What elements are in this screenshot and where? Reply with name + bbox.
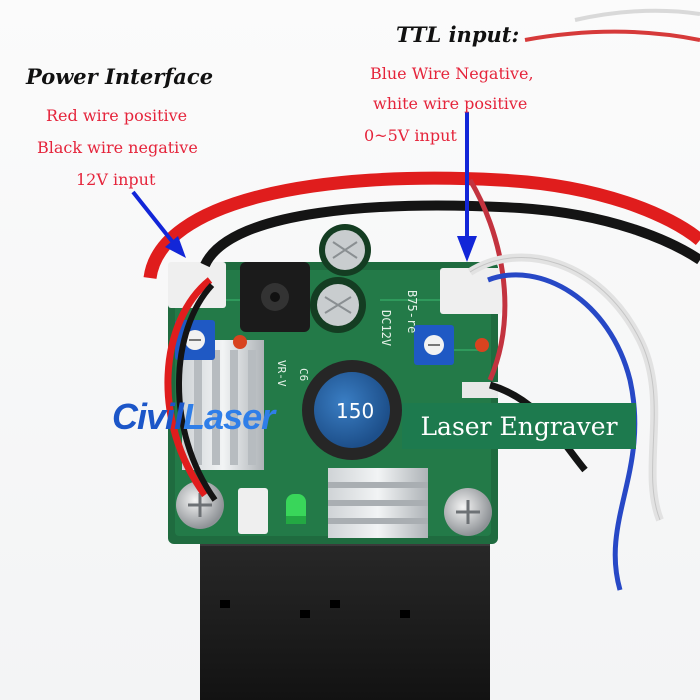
red-wire-right	[467, 178, 508, 381]
power-line-3: 12V input	[76, 170, 156, 189]
black-wire-loop	[176, 282, 218, 502]
arrow-ttl	[457, 112, 477, 262]
red-wire	[143, 171, 700, 280]
dc-jack	[240, 262, 310, 332]
capacitor-top	[319, 224, 371, 276]
arrow-power	[131, 190, 186, 258]
power-line-1: Red wire positive	[46, 106, 188, 125]
inductor-marking: 150	[336, 399, 374, 423]
green-led	[286, 494, 306, 524]
power-connector	[168, 262, 226, 308]
brand-logo: CivilLaser	[112, 396, 275, 438]
heat-sink-left	[182, 340, 264, 470]
connector-bottom-left	[238, 488, 268, 534]
black-wire	[200, 200, 700, 268]
background-wire-red	[524, 29, 700, 42]
ttl-connector	[440, 268, 502, 314]
screw-right	[444, 488, 492, 536]
smd-component	[475, 338, 489, 352]
inductor	[302, 360, 402, 460]
silkscreen-vr: VR-V	[275, 360, 288, 387]
background-wire	[574, 8, 700, 22]
ttl-line-2: white wire positive	[373, 94, 528, 113]
silkscreen-cap: C6	[297, 368, 310, 381]
red-wire-loop	[164, 277, 213, 498]
heat-sink-bottom	[328, 468, 428, 538]
brand-part-2: Laser	[183, 396, 275, 437]
silkscreen-dc: DC12V	[379, 310, 393, 346]
potentiometer-right	[414, 325, 454, 365]
blue-wire	[487, 272, 638, 591]
ttl-line-3: 0~5V input	[364, 126, 457, 145]
power-line-2: Black wire negative	[37, 138, 198, 157]
power-interface-title: Power Interface	[26, 64, 214, 89]
laser-module-body	[200, 520, 490, 700]
silkscreen-model: B75-re	[405, 290, 419, 333]
product-label: Laser Engraver	[402, 403, 636, 449]
smd-component	[233, 335, 247, 349]
connector-housing	[462, 382, 498, 398]
capacitor-bottom	[310, 277, 366, 333]
ttl-line-1: Blue Wire Negative,	[370, 64, 534, 83]
brand-part-1: Civil	[112, 396, 184, 437]
ttl-input-title: TTL input:	[396, 22, 520, 47]
